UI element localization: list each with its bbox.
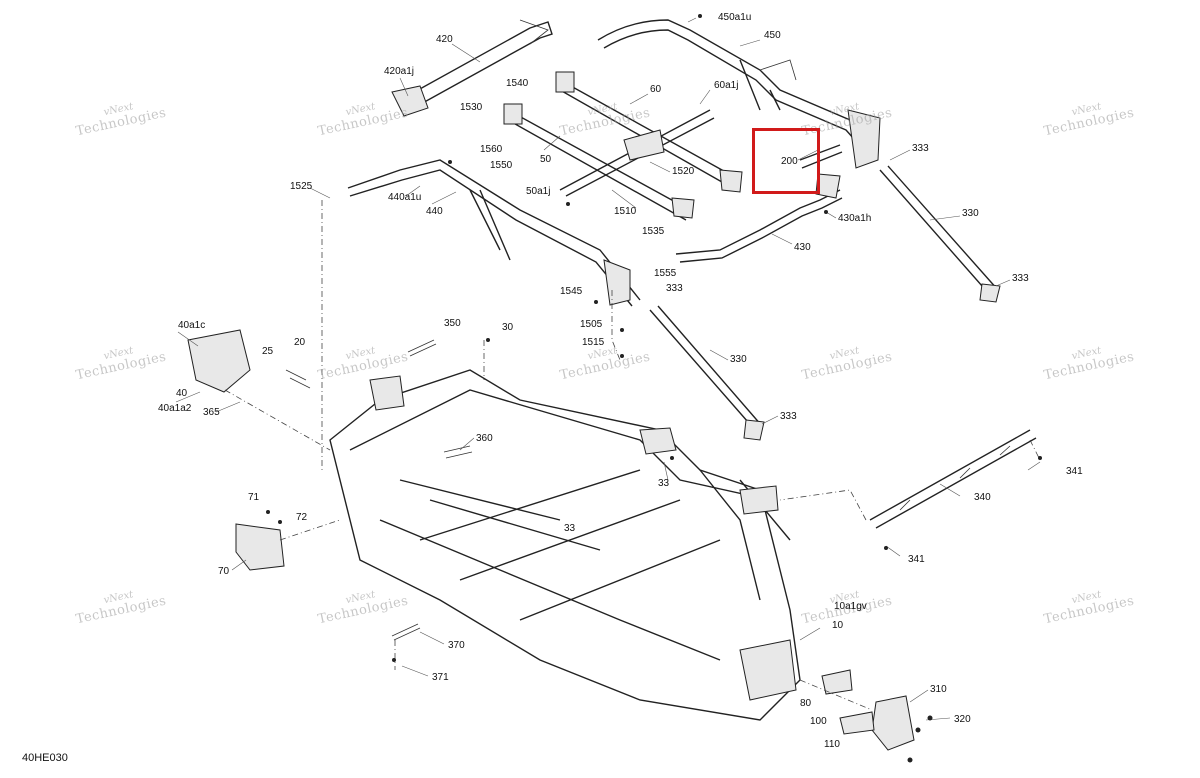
part-label-333[interactable]: 333 bbox=[666, 283, 683, 294]
part-80-bracket bbox=[821, 669, 853, 695]
part-label-440a1u[interactable]: 440a1u bbox=[388, 192, 422, 203]
part-50-roof-crossbar bbox=[503, 103, 715, 221]
part-label-310[interactable]: 310 bbox=[930, 684, 947, 695]
part-label-430a1h[interactable]: 430a1h bbox=[838, 213, 872, 224]
part-label-330[interactable]: 330 bbox=[730, 354, 747, 365]
assembly-lines bbox=[224, 200, 1041, 711]
part-label-200[interactable]: 200 bbox=[781, 156, 798, 167]
part-330-strut-center bbox=[649, 305, 765, 441]
part-450-rear-roll-bar bbox=[597, 19, 881, 169]
part-340-rear-tube bbox=[869, 429, 1037, 529]
part-label-440[interactable]: 440 bbox=[426, 206, 443, 217]
part-label-80[interactable]: 80 bbox=[800, 698, 812, 709]
part-label-341[interactable]: 341 bbox=[1066, 466, 1083, 477]
part-360-clip bbox=[443, 445, 473, 459]
part-330-strut-right bbox=[879, 165, 1001, 303]
part-label-370[interactable]: 370 bbox=[448, 640, 465, 651]
part-label-1515[interactable]: 1515 bbox=[582, 337, 605, 348]
fasteners bbox=[266, 14, 1042, 763]
part-label-430[interactable]: 430 bbox=[794, 242, 811, 253]
part-label-340[interactable]: 340 bbox=[974, 492, 991, 503]
part-label-10a1gv[interactable]: 10a1gv bbox=[834, 601, 867, 612]
part-440-front-roll-bar bbox=[347, 159, 641, 307]
part-label-100[interactable]: 100 bbox=[810, 716, 827, 727]
part-label-110[interactable]: 110 bbox=[824, 739, 840, 750]
part-310-bracket bbox=[871, 695, 915, 751]
part-430-side-tube bbox=[675, 144, 843, 263]
part-label-20[interactable]: 20 bbox=[294, 337, 306, 348]
part-label-30[interactable]: 30 bbox=[502, 322, 514, 333]
part-label-360[interactable]: 360 bbox=[476, 433, 493, 444]
part-label-333[interactable]: 333 bbox=[780, 411, 797, 422]
part-label-350[interactable]: 350 bbox=[444, 318, 461, 329]
part-label-450a1u[interactable]: 450a1u bbox=[718, 12, 752, 23]
part-60-roof-crossbar bbox=[555, 71, 743, 193]
part-420-cross-tube bbox=[391, 19, 553, 117]
part-70-bracket bbox=[235, 523, 285, 571]
part-label-1530[interactable]: 1530 bbox=[460, 102, 483, 113]
part-110-bracket bbox=[839, 711, 875, 735]
part-label-365[interactable]: 365 bbox=[203, 407, 220, 418]
part-label-50a1j[interactable]: 50a1j bbox=[526, 186, 551, 197]
part-label-1525[interactable]: 1525 bbox=[290, 181, 313, 192]
part-label-1550[interactable]: 1550 bbox=[490, 160, 513, 171]
part-label-25[interactable]: 25 bbox=[262, 346, 274, 357]
part-10-main-frame bbox=[329, 369, 801, 721]
part-label-71[interactable]: 71 bbox=[248, 492, 260, 503]
part-label-341[interactable]: 341 bbox=[908, 554, 925, 565]
part-label-1535[interactable]: 1535 bbox=[642, 226, 665, 237]
part-label-10[interactable]: 10 bbox=[832, 620, 844, 631]
part-label-1520[interactable]: 1520 bbox=[672, 166, 695, 177]
part-label-1560[interactable]: 1560 bbox=[480, 144, 503, 155]
part-label-33[interactable]: 33 bbox=[658, 478, 670, 489]
part-label-33[interactable]: 33 bbox=[564, 523, 576, 534]
part-label-1545[interactable]: 1545 bbox=[560, 286, 583, 297]
part-label-333[interactable]: 333 bbox=[912, 143, 929, 154]
part-label-1505[interactable]: 1505 bbox=[580, 319, 603, 330]
part-40-bracket bbox=[187, 329, 251, 393]
part-label-333[interactable]: 333 bbox=[1012, 273, 1029, 284]
part-label-70[interactable]: 70 bbox=[218, 566, 230, 577]
part-label-40[interactable]: 40 bbox=[176, 388, 188, 399]
part-label-420a1j[interactable]: 420a1j bbox=[384, 66, 415, 77]
part-label-450[interactable]: 450 bbox=[764, 30, 781, 41]
part-label-40a1c[interactable]: 40a1c bbox=[178, 320, 206, 331]
highlight-box-part-200 bbox=[752, 128, 820, 194]
drawing-code: 40HE030 bbox=[22, 752, 68, 764]
part-label-320[interactable]: 320 bbox=[954, 714, 971, 725]
part-label-1555[interactable]: 1555 bbox=[654, 268, 677, 279]
part-350-clip bbox=[407, 339, 437, 357]
part-label-1540[interactable]: 1540 bbox=[506, 78, 529, 89]
part-20-clip bbox=[285, 369, 311, 389]
part-label-40a1a2[interactable]: 40a1a2 bbox=[158, 403, 192, 414]
part-label-371[interactable]: 371 bbox=[432, 672, 449, 683]
part-label-60[interactable]: 60 bbox=[650, 84, 662, 95]
part-label-1510[interactable]: 1510 bbox=[614, 206, 637, 217]
part-370-clip bbox=[391, 623, 421, 641]
part-label-72[interactable]: 72 bbox=[296, 512, 308, 523]
part-label-420[interactable]: 420 bbox=[436, 34, 453, 45]
part-label-330[interactable]: 330 bbox=[962, 208, 979, 219]
part-label-60a1j[interactable]: 60a1j bbox=[714, 80, 739, 91]
part-label-50[interactable]: 50 bbox=[540, 154, 552, 165]
